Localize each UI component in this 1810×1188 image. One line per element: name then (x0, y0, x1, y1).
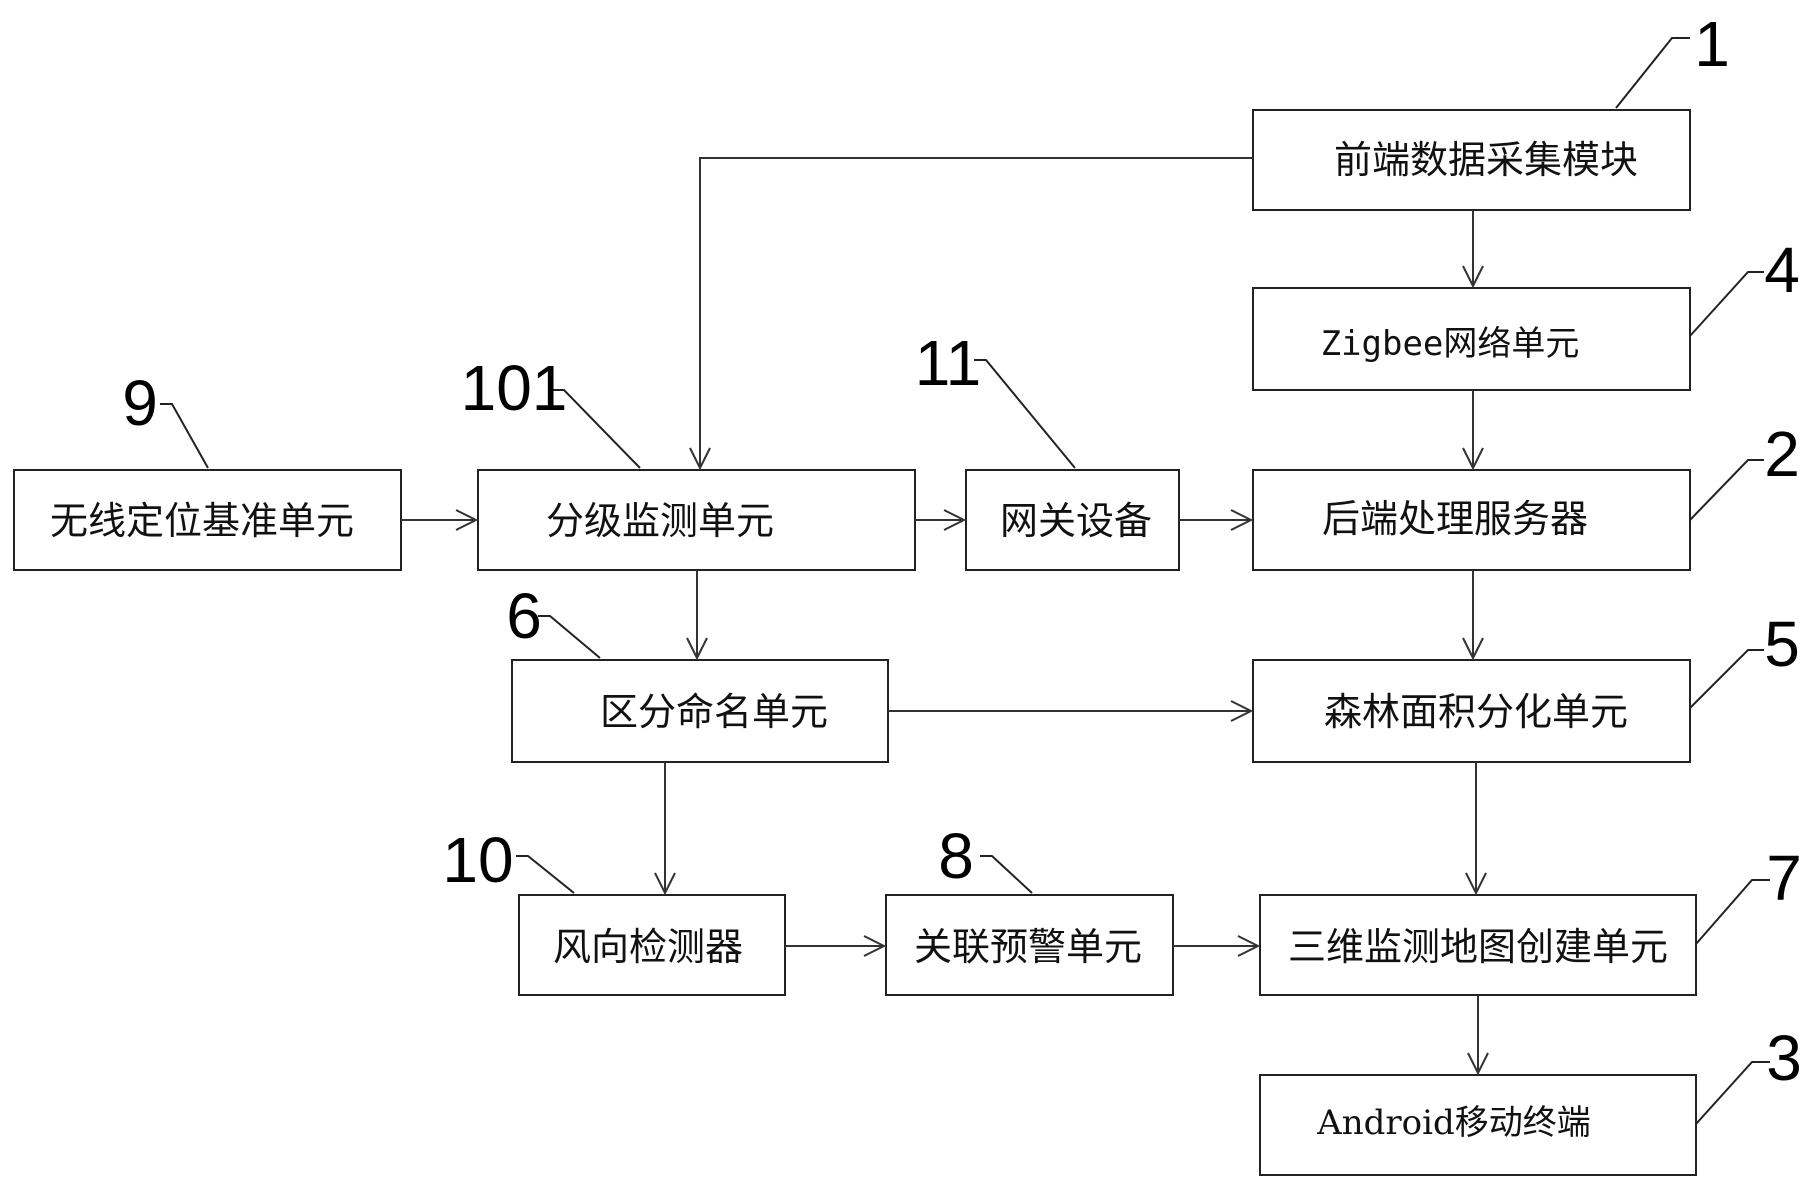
box-map3d-label: 三维监测地图创建单元 (1288, 925, 1668, 969)
box-forest: 森林面积分化单元 (1252, 659, 1691, 763)
box-backend: 后端处理服务器 (1252, 469, 1691, 571)
box-front-end-label: 前端数据采集模块 (1334, 138, 1638, 182)
connector-warning-to-map3d (1173, 935, 1261, 957)
box-gateway-label: 网关设备 (1000, 499, 1152, 543)
leader-line-11 (974, 359, 1076, 469)
box-front-end: 前端数据采集模块 (1252, 109, 1691, 211)
box-android: Android移动终端 (1259, 1074, 1697, 1176)
connector-wind-to-warning (785, 935, 887, 957)
box-zigbee-label: Zigbee网络单元 (1321, 324, 1580, 364)
leader-line-7 (1695, 879, 1770, 945)
leader-line-5 (1689, 649, 1764, 709)
leader-line-10 (516, 855, 575, 894)
leader-line-8 (980, 855, 1033, 894)
connector-backend-to-forest (1462, 570, 1484, 661)
leader-line-2 (1689, 459, 1764, 521)
box-wireless-label: 无线定位基准单元 (50, 499, 354, 543)
ref-number-8: 8 (938, 820, 974, 892)
connector-frontend-to-zigbee (1462, 210, 1484, 289)
box-naming-label: 区分命名单元 (600, 690, 828, 734)
connector-map3d-to-android (1467, 995, 1489, 1076)
box-map3d: 三维监测地图创建单元 (1259, 894, 1697, 996)
box-backend-label: 后端处理服务器 (1322, 497, 1588, 541)
leader-line-101 (550, 389, 641, 469)
ref-number-4: 4 (1764, 234, 1800, 306)
leader-line-6 (538, 615, 601, 659)
connector-zigbee-to-backend (1462, 390, 1484, 471)
box-forest-label: 森林面积分化单元 (1324, 690, 1628, 734)
ref-number-7: 7 (1766, 842, 1802, 914)
box-naming: 区分命名单元 (511, 659, 889, 763)
ref-number-3: 3 (1766, 1022, 1802, 1094)
ref-number-5: 5 (1764, 608, 1800, 680)
leader-line-1 (1615, 37, 1690, 109)
connector-wireless-to-graded (401, 509, 479, 531)
box-wireless: 无线定位基准单元 (13, 469, 402, 571)
box-graded-label: 分级监测单元 (546, 499, 774, 543)
connector-naming-to-wind (654, 762, 676, 896)
ref-number-9: 9 (122, 367, 158, 439)
box-zigbee: Zigbee网络单元 (1252, 287, 1691, 391)
box-graded: 分级监测单元 (477, 469, 916, 571)
box-wind-label: 风向检测器 (553, 925, 743, 969)
ref-number-2: 2 (1764, 418, 1800, 490)
connector-naming-to-forest (888, 700, 1254, 722)
connector-frontend-to-graded (689, 157, 1253, 471)
connector-graded-to-gateway (915, 509, 967, 531)
ref-number-6: 6 (506, 580, 542, 652)
leader-line-3 (1695, 1061, 1770, 1125)
ref-number-101: 101 (461, 352, 568, 424)
leader-line-4 (1689, 271, 1764, 337)
box-wind: 风向检测器 (518, 894, 786, 996)
connector-forest-to-map3d (1465, 762, 1487, 896)
connector-gateway-to-backend (1179, 509, 1254, 531)
ref-number-11: 11 (915, 327, 981, 399)
ref-number-1: 1 (1694, 8, 1730, 80)
ref-number-10: 10 (442, 824, 513, 896)
box-warning: 关联预警单元 (885, 894, 1174, 996)
box-gateway: 网关设备 (965, 469, 1180, 571)
box-warning-label: 关联预警单元 (914, 925, 1142, 969)
leader-line-9 (160, 403, 209, 469)
box-android-label: Android移动终端 (1316, 1103, 1591, 1143)
connector-graded-to-naming (686, 570, 708, 661)
